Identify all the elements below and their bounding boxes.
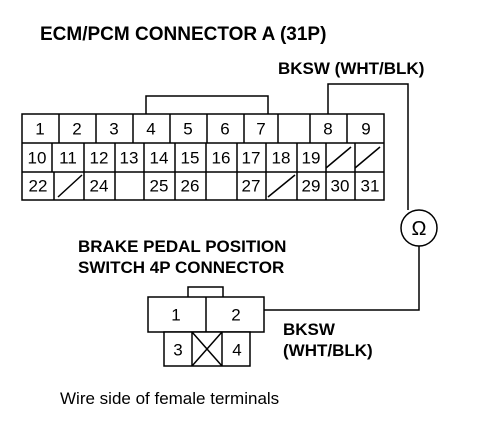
ecm-pin: 31	[361, 177, 380, 196]
top-wire-label: BKSW (WHT/BLK)	[278, 59, 424, 78]
ecm-pin: 18	[272, 149, 291, 168]
blank-cell	[207, 173, 236, 199]
ecm-pin: 12	[90, 149, 109, 168]
ecm-connector-lock-tab	[145, 95, 269, 117]
switch-connector-title: SWITCH 4P CONNECTOR	[78, 258, 284, 277]
ecm-pin: 7	[256, 120, 265, 139]
ecm-pin: 13	[120, 149, 139, 168]
ecm-connector: 1 2 3 4 5 6 7 8 9 10 11 12 13 14 15 16 1…	[21, 95, 385, 201]
ecm-pin: 30	[331, 177, 350, 196]
switch-pin: 1	[171, 306, 180, 325]
ecm-pin: 27	[242, 177, 261, 196]
switch-pin: 3	[173, 341, 182, 360]
ecm-connector-housing	[21, 113, 385, 201]
test-wire	[327, 83, 409, 210]
bottom-wire-label: (WHT/BLK)	[283, 341, 373, 360]
bottom-wire-label: BKSW	[283, 320, 336, 339]
blank-cell	[116, 173, 143, 199]
ecm-pin: 4	[146, 120, 155, 139]
ecm-pin: 1	[35, 120, 44, 139]
ecm-pin: 15	[181, 149, 200, 168]
caption: Wire side of female terminals	[60, 389, 279, 408]
switch-pin: 2	[231, 306, 240, 325]
switch-connector: 1 2 3 4	[147, 286, 265, 367]
ecm-pin: 22	[29, 177, 48, 196]
ecm-pin: 5	[183, 120, 192, 139]
ecm-pin: 26	[181, 177, 200, 196]
ecm-pin: 29	[302, 177, 321, 196]
ecm-pin: 11	[59, 149, 77, 168]
ecm-pin: 25	[150, 177, 169, 196]
ecm-pin: 19	[302, 149, 321, 168]
test-wire	[264, 246, 420, 311]
ecm-pin: 9	[361, 120, 370, 139]
ecm-pin: 10	[28, 149, 47, 168]
ecm-connector-title: ECM/PCM CONNECTOR A (31P)	[40, 24, 326, 45]
ecm-pin: 3	[109, 120, 118, 139]
ecm-pin: 16	[212, 149, 231, 168]
ecm-pin: 17	[242, 149, 261, 168]
switch-pin: 4	[232, 341, 241, 360]
ecm-pin: 6	[220, 120, 229, 139]
ecm-pin: 2	[72, 120, 81, 139]
ecm-pin: 24	[90, 177, 109, 196]
switch-connector-title: BRAKE PEDAL POSITION	[78, 237, 286, 256]
switch-connector-lower	[163, 331, 251, 367]
ohm-icon: Ω	[412, 218, 427, 240]
ecm-pin: 14	[150, 149, 169, 168]
ecm-pin: 8	[323, 120, 332, 139]
